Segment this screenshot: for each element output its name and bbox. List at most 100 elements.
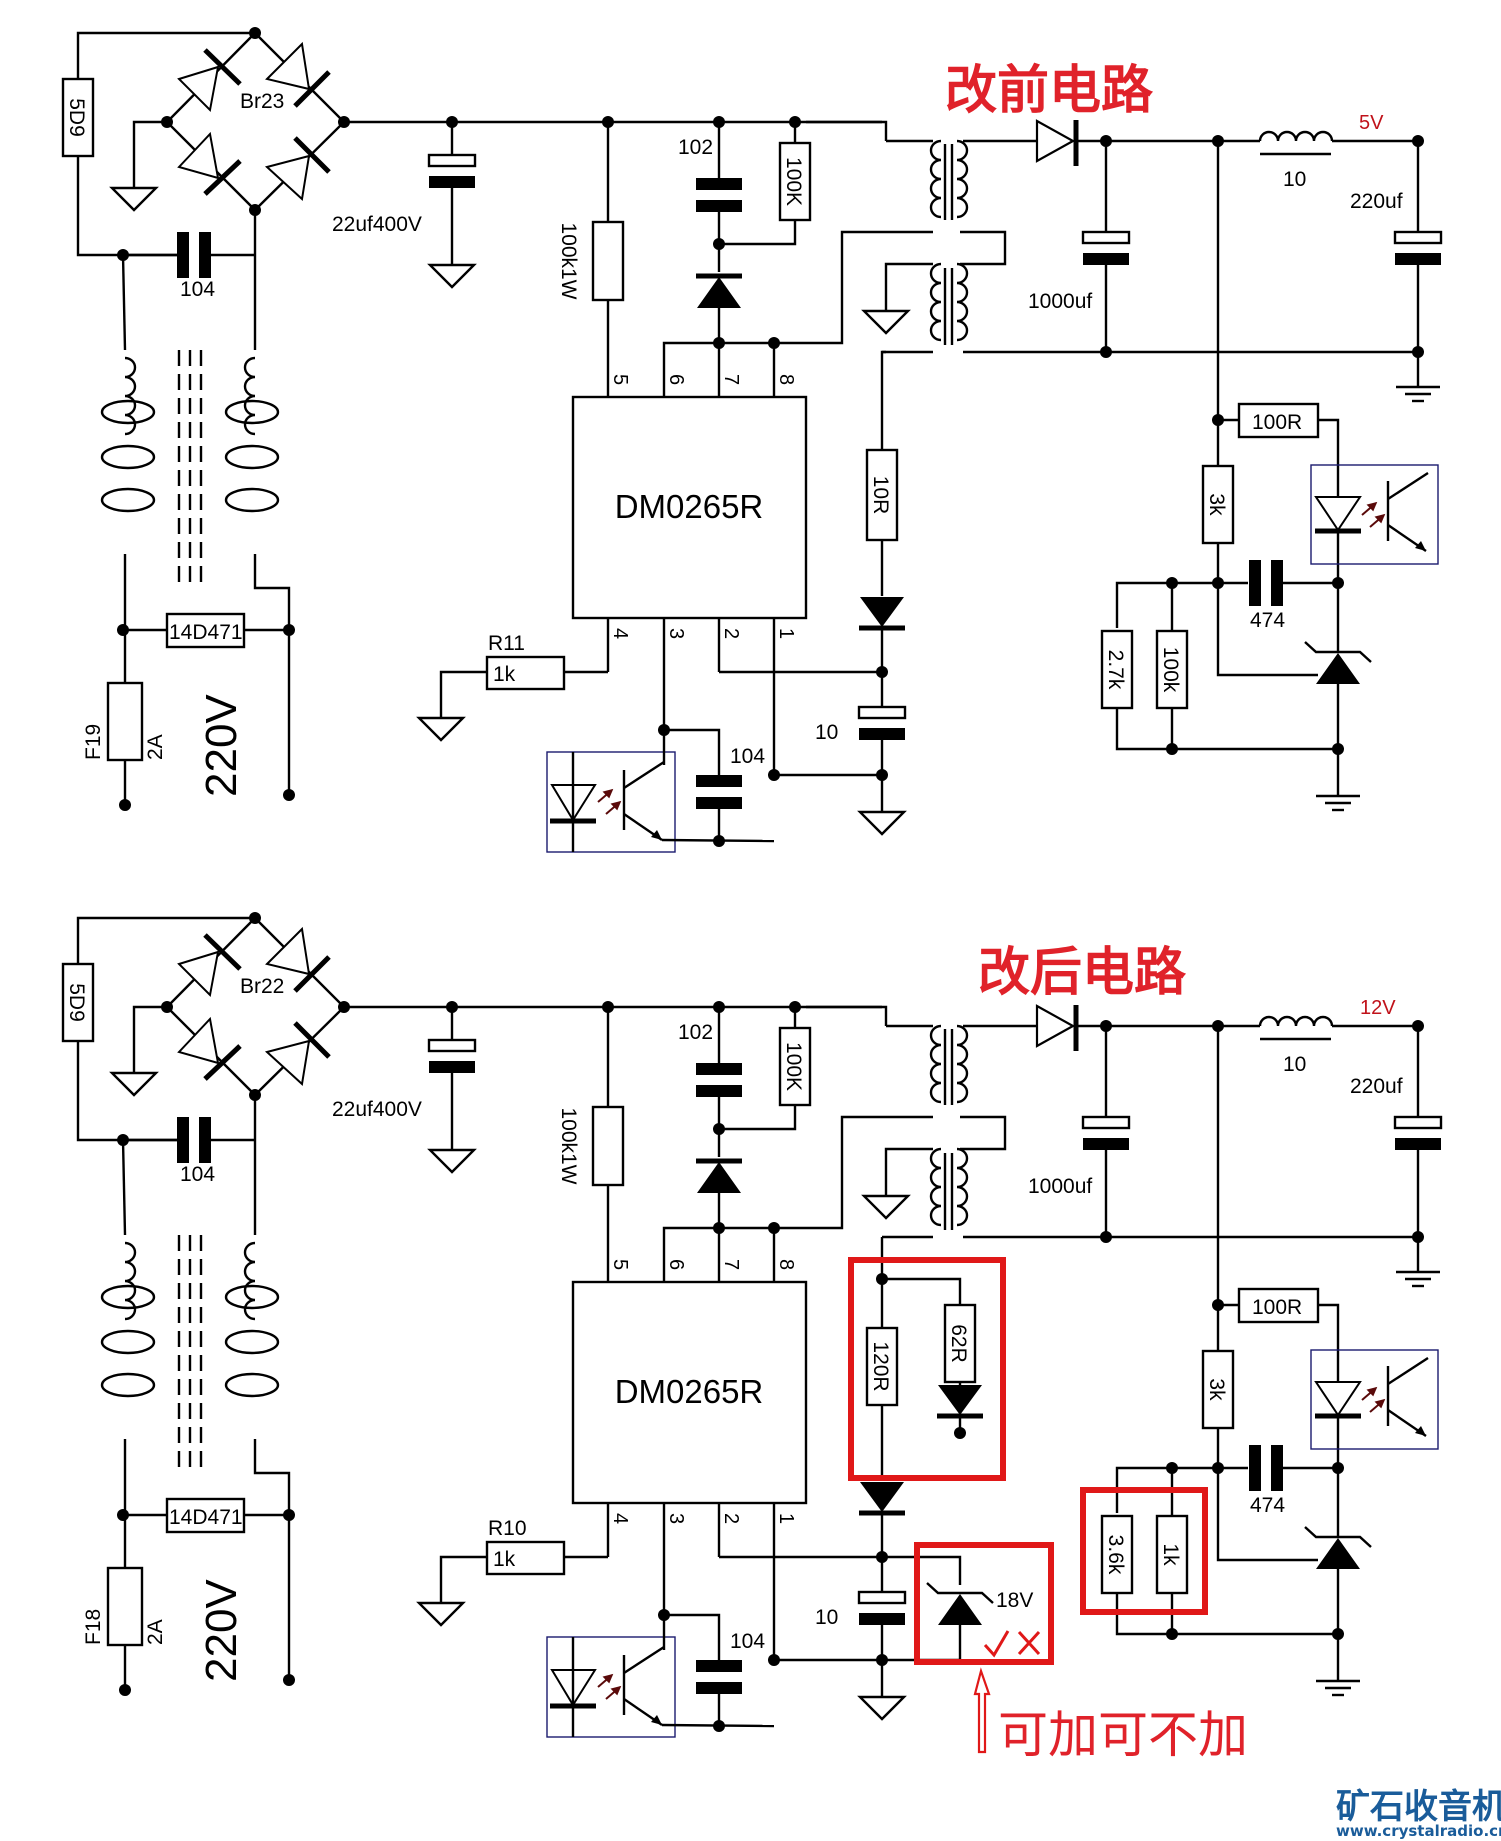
fb-cap-plate-b bbox=[696, 1682, 742, 1694]
wire-ref bbox=[1216, 583, 1318, 677]
opto-transistor-collector bbox=[1387, 471, 1429, 501]
output-cap-220uf-plate-pos bbox=[1393, 1115, 1443, 1130]
wire-bridge-gnd bbox=[132, 120, 167, 188]
x-cap-label: 104 bbox=[180, 1163, 215, 1186]
zener-label: 18V bbox=[996, 1589, 1033, 1612]
wire bbox=[882, 1277, 962, 1305]
tl431-shunt-regulator-cathode bbox=[1304, 1526, 1372, 1548]
choke-loop-right bbox=[224, 444, 280, 470]
bridge-diode-bar bbox=[203, 48, 242, 86]
pin-label: 4 bbox=[609, 1513, 631, 1524]
bridge-diode-icon bbox=[177, 131, 220, 180]
fb-cap-label: 104 bbox=[730, 1630, 765, 1653]
bridge-diode-icon bbox=[265, 41, 311, 91]
junction-dot bbox=[1100, 1231, 1112, 1243]
vcc-resistor-label: 120R bbox=[869, 1341, 892, 1391]
ground-icon bbox=[417, 1601, 465, 1627]
choke-loop-left bbox=[100, 1284, 156, 1310]
output-inductor bbox=[1258, 1015, 1334, 1027]
comp-cap-label: 474 bbox=[1250, 1494, 1285, 1517]
wire bbox=[719, 220, 797, 246]
choke-loop-right bbox=[224, 1329, 280, 1355]
optional-note-arrow-icon bbox=[973, 1667, 991, 1754]
wire bbox=[439, 670, 487, 718]
startup-resistor-label: 100k1W bbox=[557, 1107, 580, 1184]
snubber-cap-label: 102 bbox=[678, 136, 713, 159]
sense-resistor-ref: R11 bbox=[488, 632, 525, 655]
xfmr-aux bbox=[929, 262, 942, 342]
vcc-diode-icon bbox=[860, 1482, 904, 1512]
snubber-resistor bbox=[778, 1026, 812, 1107]
zener-icon bbox=[938, 1594, 982, 1625]
inductor-label: 10 bbox=[1283, 168, 1306, 191]
startup-resistor-label: 100k1W bbox=[557, 222, 580, 299]
vcc-parallel-diode-icon bbox=[938, 1385, 982, 1415]
lower-divider-resistor-b bbox=[1155, 629, 1189, 710]
wire bbox=[1115, 581, 1248, 628]
choke-loop-left bbox=[100, 444, 156, 470]
bridge-outline bbox=[165, 917, 346, 1097]
pin-label: 8 bbox=[775, 374, 797, 385]
xfmr-secondary bbox=[956, 139, 969, 219]
ground-icon bbox=[428, 1148, 476, 1174]
snubber-cap-label: 102 bbox=[678, 1021, 713, 1044]
bridge-diode-bar bbox=[293, 70, 331, 108]
wire bbox=[882, 1625, 962, 1662]
ic-body bbox=[571, 1280, 808, 1505]
fuse bbox=[106, 1566, 144, 1647]
ground-icon bbox=[428, 263, 476, 289]
output-cap-1000uf-plate-neg bbox=[1083, 253, 1129, 265]
junction-dot bbox=[713, 1222, 725, 1234]
wire bbox=[1115, 1593, 1338, 1636]
junction-dot bbox=[249, 27, 261, 39]
fuse bbox=[106, 681, 144, 762]
bridge-diode-bar bbox=[203, 1044, 242, 1081]
lower-divider-resistor-b-label: 100k bbox=[1159, 647, 1182, 693]
choke-loop-right bbox=[224, 399, 280, 425]
junction-dot bbox=[713, 1720, 725, 1732]
output-cap-1000uf-plate-neg bbox=[1083, 1138, 1129, 1150]
xfmr-aux bbox=[929, 1147, 942, 1227]
output-cap-220uf-plate-neg bbox=[1395, 1138, 1441, 1150]
junction-dot bbox=[1412, 1231, 1424, 1243]
wire bbox=[719, 1105, 797, 1131]
wire bbox=[960, 1115, 1007, 1151]
wire bbox=[774, 1115, 886, 1230]
fb-cap-plate-b bbox=[696, 797, 742, 809]
snubber-cap-plate-a bbox=[696, 1063, 742, 1075]
wire-ntc-top bbox=[76, 916, 255, 964]
opto-transistor-emitter-arrow bbox=[651, 830, 662, 840]
upper-divider-resistor-label: 3k bbox=[1205, 1378, 1228, 1401]
output-voltage-label: 5V bbox=[1359, 112, 1384, 134]
wire bbox=[882, 1555, 962, 1585]
startup-resistor bbox=[591, 220, 625, 302]
bulk-cap-label: 22uf400V bbox=[332, 1098, 422, 1121]
fuse-ref-label: F18 bbox=[82, 1609, 105, 1645]
light-arrows-icon bbox=[597, 1674, 621, 1700]
opto-led-icon bbox=[1314, 1381, 1362, 1417]
vcc-resistor-parallel bbox=[943, 1303, 977, 1384]
pin-label: 8 bbox=[775, 1259, 797, 1270]
opto-transistor-emitter-arrow bbox=[1415, 1426, 1426, 1436]
bulk-cap-plate-pos bbox=[427, 153, 477, 168]
sense-resistor-label: 1k bbox=[493, 1548, 516, 1571]
wire bbox=[884, 262, 933, 311]
output-cap-220uf-label: 220uf bbox=[1350, 190, 1403, 213]
startup-resistor bbox=[591, 1105, 625, 1187]
junction-dot bbox=[119, 799, 131, 811]
fuse-ref-label: F19 bbox=[82, 724, 105, 760]
pin-label: 4 bbox=[609, 628, 631, 639]
snubber-cap-plate-a bbox=[696, 178, 742, 190]
wire-left-leg bbox=[121, 1139, 127, 1236]
varistor-label: 14D471 bbox=[169, 1506, 243, 1529]
output-cap-1000uf-plate-pos bbox=[1081, 1115, 1131, 1130]
led-resistor-label: 100R bbox=[1252, 1296, 1302, 1319]
bridge-diode-icon bbox=[264, 1039, 311, 1086]
vcc-cap-label: 10 bbox=[815, 1606, 838, 1629]
wire bbox=[880, 350, 886, 450]
mains-voltage-label: 220V bbox=[197, 694, 246, 797]
junction-dot bbox=[713, 835, 725, 847]
snubber-resistor-label: 100K bbox=[782, 1042, 805, 1091]
x-cap-plate-a bbox=[177, 1117, 189, 1163]
